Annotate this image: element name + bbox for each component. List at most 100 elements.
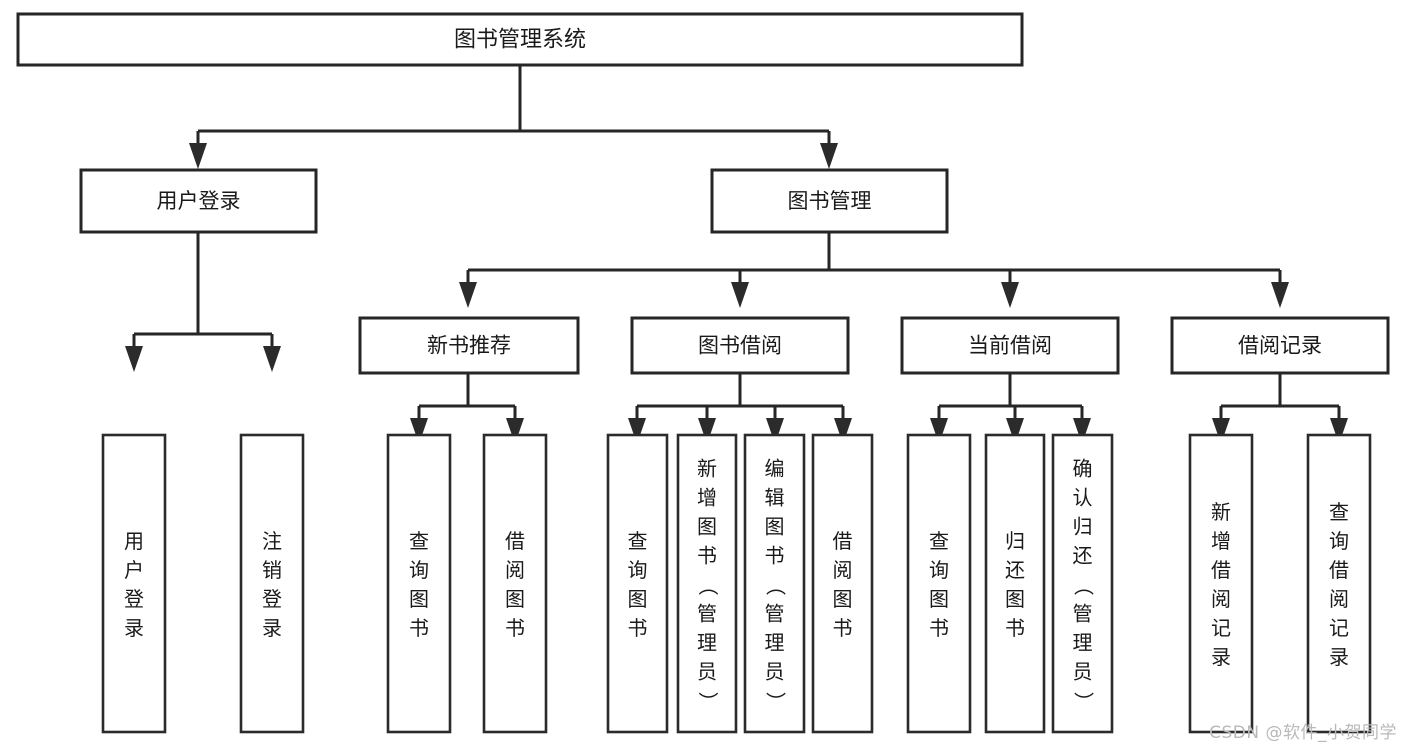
node-label-char: 用 — [124, 529, 144, 553]
node-label-char: 查 — [409, 529, 429, 553]
node-label-char: 记 — [1329, 616, 1349, 640]
node-label-char: 注 — [262, 529, 282, 553]
node-label: 借阅记录 — [1238, 334, 1322, 358]
node-label-char: 录 — [124, 616, 144, 640]
node-label-char: 书 — [929, 616, 949, 640]
node-book-borrow[interactable]: 图书借阅 — [630, 316, 850, 375]
node-label-char: 书 — [697, 544, 717, 568]
node-label-char: 书 — [833, 616, 853, 640]
node-label: 新书推荐 — [427, 334, 511, 358]
node-label-char: 记 — [1211, 616, 1231, 640]
node-label-char: 图 — [765, 515, 785, 539]
node-new-book-rec[interactable]: 新书推荐 — [358, 316, 580, 375]
node-current-borrow[interactable]: 当前借阅 — [900, 316, 1120, 375]
node-label-char: 管 — [697, 602, 717, 626]
node-label-char: 图 — [929, 587, 949, 611]
node-label-char: 询 — [929, 558, 949, 582]
node-label-char: 书 — [628, 616, 648, 640]
node-label-char: 增 — [697, 486, 717, 510]
node-label-char: 阅 — [833, 558, 853, 582]
csdn-watermark: CSDN @软件_小贺同学 — [1209, 723, 1397, 743]
node-label-char: 登 — [262, 587, 282, 611]
connectors-layer — [125, 65, 1348, 444]
node-label-char: 书 — [765, 544, 785, 568]
node-label-char: ） — [1072, 692, 1096, 712]
node-label-char: 查 — [1329, 500, 1349, 524]
node-label-char: ） — [696, 692, 720, 712]
node-label: 用户登录 — [157, 189, 241, 213]
connector-bus-current-borrow — [930, 373, 1091, 444]
node-label-char: 询 — [628, 558, 648, 582]
node-label-char: 录 — [1211, 645, 1231, 669]
node-root[interactable]: 图书管理系统 — [16, 12, 1024, 67]
node-label-char: 归 — [1073, 515, 1093, 539]
node-label-char: 查 — [628, 529, 648, 553]
node-label-char: 阅 — [1211, 587, 1231, 611]
connector-bus-new-book-rec — [410, 373, 524, 444]
node-label-char: 图 — [833, 587, 853, 611]
node-label-char: 借 — [1211, 558, 1231, 582]
node-label-char: 理 — [1073, 631, 1093, 655]
node-label-char: 阅 — [1329, 587, 1349, 611]
node-user-login[interactable]: 用户登录 — [79, 168, 318, 234]
node-label-char: 新 — [1211, 500, 1231, 524]
node-label-char: （ — [696, 576, 720, 596]
node-leaf-user-login[interactable]: 用户登录 — [101, 433, 167, 734]
node-label-char: 还 — [1073, 544, 1093, 568]
connector-bus-user-login — [125, 232, 281, 372]
node-label-char: 理 — [765, 631, 785, 655]
node-label-char: 借 — [1329, 558, 1349, 582]
node-label-char: （ — [1072, 576, 1096, 596]
node-label-char: 书 — [1005, 616, 1025, 640]
node-label: 图书管理 — [788, 189, 872, 213]
node-label: 图书管理系统 — [454, 28, 586, 53]
connector-bus-book-borrow — [628, 373, 852, 444]
node-label-char: 书 — [409, 616, 429, 640]
node-label-char: 图 — [1005, 587, 1025, 611]
node-label-char: 书 — [505, 616, 525, 640]
node-label-char: 借 — [505, 529, 525, 553]
node-label-char: 图 — [505, 587, 525, 611]
node-label-char: 还 — [1005, 558, 1025, 582]
node-label-char: 借 — [833, 529, 853, 553]
node-label-char: 新 — [697, 457, 717, 481]
node-label-char: 归 — [1005, 529, 1025, 553]
node-label-char: 员 — [765, 660, 785, 684]
node-label-char: 员 — [697, 660, 717, 684]
node-label-char: 录 — [1329, 645, 1349, 669]
node-label-char: 查 — [929, 529, 949, 553]
connector-bus-root — [189, 65, 838, 169]
node-label-char: 登 — [124, 587, 144, 611]
node-label-char: 确 — [1073, 457, 1093, 481]
node-label-char: （ — [764, 576, 788, 596]
node-label-char: 管 — [765, 602, 785, 626]
node-label-char: 理 — [697, 631, 717, 655]
node-borrow-record[interactable]: 借阅记录 — [1170, 316, 1390, 375]
node-label-char: ） — [764, 692, 788, 712]
connector-bus-borrow-record — [1212, 373, 1348, 444]
node-book-manage[interactable]: 图书管理 — [710, 168, 949, 234]
node-label-char: 销 — [262, 558, 282, 582]
node-label-char: 编 — [765, 457, 785, 481]
node-label-char: 图 — [409, 587, 429, 611]
node-label-char: 辑 — [765, 486, 785, 510]
node-label-char: 员 — [1073, 660, 1093, 684]
node-label-char: 图 — [628, 587, 648, 611]
node-label-char: 询 — [409, 558, 429, 582]
node-label-char: 户 — [124, 558, 144, 582]
node-label-char: 录 — [262, 616, 282, 640]
